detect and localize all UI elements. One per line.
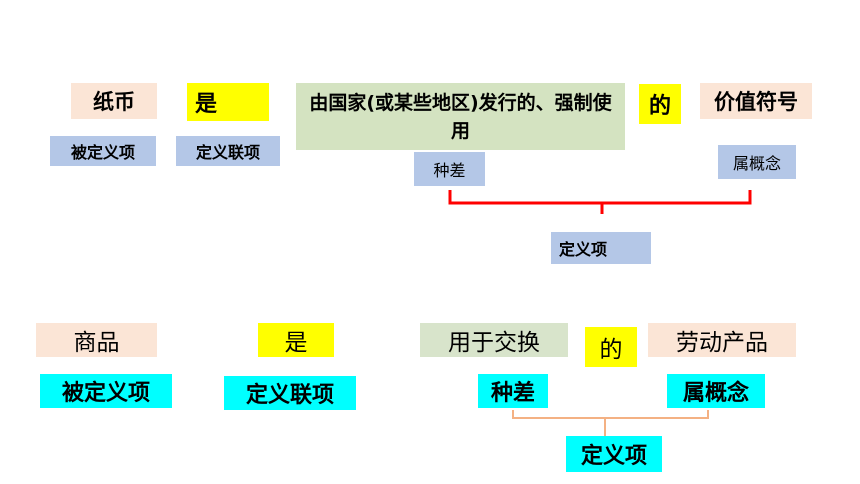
differentia-box-2: 用于交换 — [420, 323, 568, 357]
label-differentia-text: 种差 — [490, 380, 535, 406]
genus-text: 劳动产品 — [676, 330, 768, 356]
label-term-2: 被定义项 — [40, 374, 172, 408]
label-differentia-text: 种差 — [433, 161, 466, 180]
label-copula-1: 定义联项 — [176, 136, 280, 166]
label-genus-1: 属概念 — [718, 145, 796, 179]
genus-box-1: 价值符号 — [700, 83, 812, 119]
term-text: 商品 — [73, 330, 120, 356]
label-definiens-1: 定义项 — [551, 232, 651, 264]
label-genus-text: 属概念 — [732, 154, 781, 173]
label-term-text: 被定义项 — [70, 143, 135, 162]
term-text: 纸币 — [93, 90, 135, 114]
differentia-text: 用于交换 — [448, 330, 540, 356]
particle-box-1: 的 — [639, 84, 681, 124]
label-genus-text: 属概念 — [682, 380, 749, 406]
copula-text: 是 — [195, 92, 218, 117]
label-differentia-1: 种差 — [414, 152, 485, 186]
label-copula-text: 定义联项 — [195, 143, 260, 162]
term-box-1: 纸币 — [71, 83, 157, 119]
genus-text: 价值符号 — [714, 90, 798, 114]
particle-text: 的 — [599, 337, 623, 363]
genus-box-2: 劳动产品 — [648, 323, 796, 357]
label-definiens-text: 定义项 — [559, 240, 608, 259]
label-copula-2: 定义联项 — [224, 376, 356, 410]
term-box-2: 商品 — [36, 323, 157, 357]
label-definiens-text: 定义项 — [580, 443, 647, 469]
label-definiens-2: 定义项 — [566, 436, 662, 472]
copula-text: 是 — [284, 330, 308, 356]
particle-text: 的 — [648, 94, 671, 119]
label-term-text: 被定义项 — [61, 380, 150, 406]
differentia-box-1: 由国家(或某些地区)发行的、强制使用 — [296, 83, 625, 150]
label-copula-text: 定义联项 — [245, 382, 334, 408]
label-genus-2: 属概念 — [667, 374, 765, 408]
differentia-text: 由国家(或某些地区)发行的、强制使用 — [309, 91, 612, 142]
particle-box-2: 的 — [585, 327, 637, 367]
label-differentia-2: 种差 — [478, 374, 548, 408]
copula-box-2: 是 — [258, 323, 334, 357]
copula-box-1: 是 — [187, 83, 269, 121]
label-term-1: 被定义项 — [50, 136, 156, 166]
